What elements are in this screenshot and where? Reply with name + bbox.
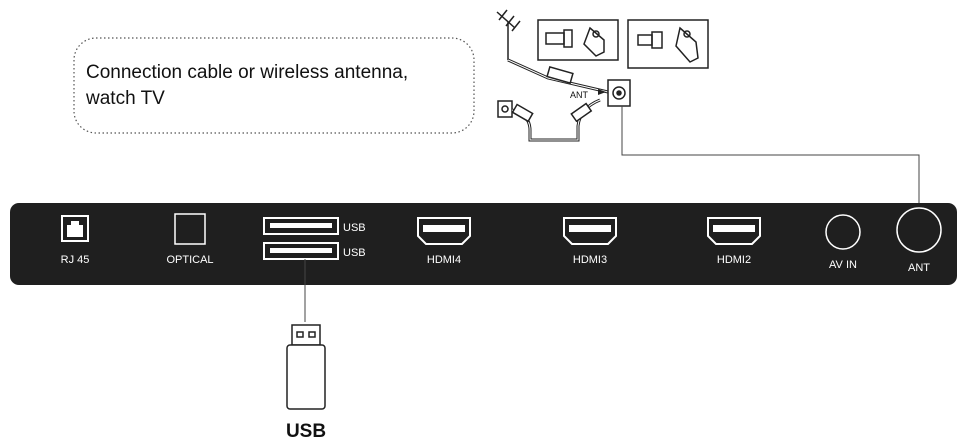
hdmi3-label: HDMI3 (573, 254, 607, 266)
wall-socket-icon (497, 100, 513, 118)
connection-inset (496, 9, 920, 205)
arrow-icon (598, 89, 606, 95)
antenna-icon (496, 9, 521, 60)
tv-back-panel (10, 203, 957, 285)
hdmi2-port[interactable] (707, 217, 761, 245)
callout-line-1: Connection cable or wireless antenna, (86, 62, 409, 83)
plug-diagram-box-1 (537, 19, 619, 61)
av-in-port[interactable] (825, 214, 861, 250)
rj45-port[interactable] (61, 215, 89, 242)
usb-stick-icon (286, 324, 326, 410)
hdmi4-label: HDMI4 (427, 254, 461, 266)
ant-port-plate (607, 79, 631, 107)
usb-device-label: USB (286, 421, 326, 442)
callout-line-2: watch TV (86, 88, 165, 109)
optical-label: OPTICAL (166, 254, 213, 266)
ant-label: ANT (908, 262, 930, 274)
callout-text: Connection cable or wireless antenna, wa… (86, 60, 486, 112)
cable-plug-icon (546, 65, 574, 85)
hdmi2-label: HDMI2 (717, 254, 751, 266)
ant-lead-line (621, 106, 920, 205)
usb-port-1[interactable] (263, 217, 339, 235)
hdmi3-port[interactable] (563, 217, 617, 245)
hdmi4-port[interactable] (417, 217, 471, 245)
ant-port[interactable] (896, 207, 942, 253)
usb-label-2: USB (343, 247, 366, 259)
usb-label-1: USB (343, 222, 366, 234)
av-in-label: AV IN (829, 259, 857, 271)
inset-ant-label: ANT (570, 90, 589, 100)
plug-diagram-box-2 (627, 19, 709, 69)
callout-bubble (73, 37, 475, 134)
optical-port[interactable] (174, 213, 206, 245)
usb-port-2[interactable] (263, 242, 339, 260)
rj45-label: RJ 45 (61, 254, 90, 266)
